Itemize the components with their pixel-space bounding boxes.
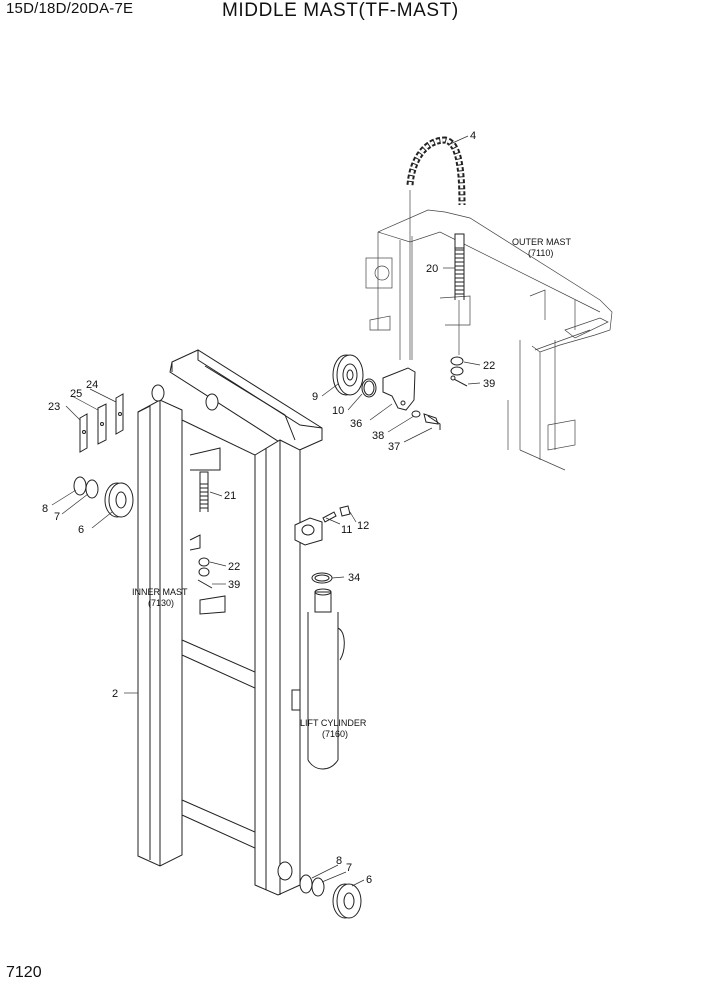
callout-12: 12 — [357, 520, 369, 532]
page-title: MIDDLE MAST(TF-MAST) — [222, 0, 459, 21]
callout-39-upper: 39 — [483, 378, 495, 390]
callout-25: 25 — [70, 388, 82, 400]
callout-6-lower: 6 — [366, 874, 372, 886]
callout-11: 11 — [341, 524, 352, 536]
roller-set-upper — [73, 476, 134, 518]
callout-20: 20 — [426, 263, 438, 275]
callout-2: 2 — [112, 688, 118, 700]
callout-labels: 4 20 22 39 9 10 36 38 37 24 25 23 8 7 6 … — [42, 130, 495, 886]
callout-10: 10 — [332, 405, 344, 417]
model-label: 15D/18D/20DA-7E — [6, 0, 134, 17]
leader-lines — [51, 135, 481, 887]
caption-outer-mast-ref: (7110) — [528, 248, 553, 258]
chain-part — [406, 136, 466, 360]
sheave-assembly — [332, 354, 441, 430]
chain-anchor-bolt — [454, 233, 465, 355]
outer-mast-drawing — [365, 209, 613, 471]
callout-7-upper: 7 — [54, 511, 60, 523]
nut-group-upper — [450, 356, 468, 387]
middle-mast-drawing — [137, 349, 323, 896]
callout-38: 38 — [372, 430, 384, 442]
callout-22-lower: 22 — [228, 561, 240, 573]
callout-9: 9 — [312, 391, 318, 403]
caption-lift-cylinder-ref: (7160) — [322, 729, 348, 739]
callout-24: 24 — [86, 379, 98, 391]
callout-22-upper: 22 — [483, 360, 495, 372]
callout-8-lower: 8 — [336, 855, 342, 867]
callout-34: 34 — [348, 572, 360, 584]
callout-37: 37 — [388, 441, 400, 453]
callout-23: 23 — [48, 401, 60, 413]
chain-anchor-lower — [197, 471, 213, 589]
lift-cylinder-parts — [294, 505, 351, 770]
caption-outer-mast: OUTER MAST — [512, 237, 572, 247]
caption-lift-cylinder: LIFT CYLINDER — [300, 718, 367, 728]
callout-6-upper: 6 — [78, 524, 84, 536]
callout-21: 21 — [224, 490, 236, 502]
page-number: 7120 — [6, 964, 42, 981]
caption-inner-mast-ref: (7130) — [148, 598, 174, 608]
shim-plates — [79, 393, 124, 453]
callout-4: 4 — [470, 130, 476, 142]
caption-inner-mast: INNER MAST — [132, 587, 188, 597]
callout-36: 36 — [350, 418, 362, 430]
callout-7-lower: 7 — [346, 862, 352, 874]
callout-8-upper: 8 — [42, 503, 48, 515]
callout-39-lower: 39 — [228, 579, 240, 591]
assembly-captions: OUTER MAST (7110) INNER MAST (7130) LIFT… — [132, 237, 572, 739]
roller-set-lower — [299, 874, 362, 919]
